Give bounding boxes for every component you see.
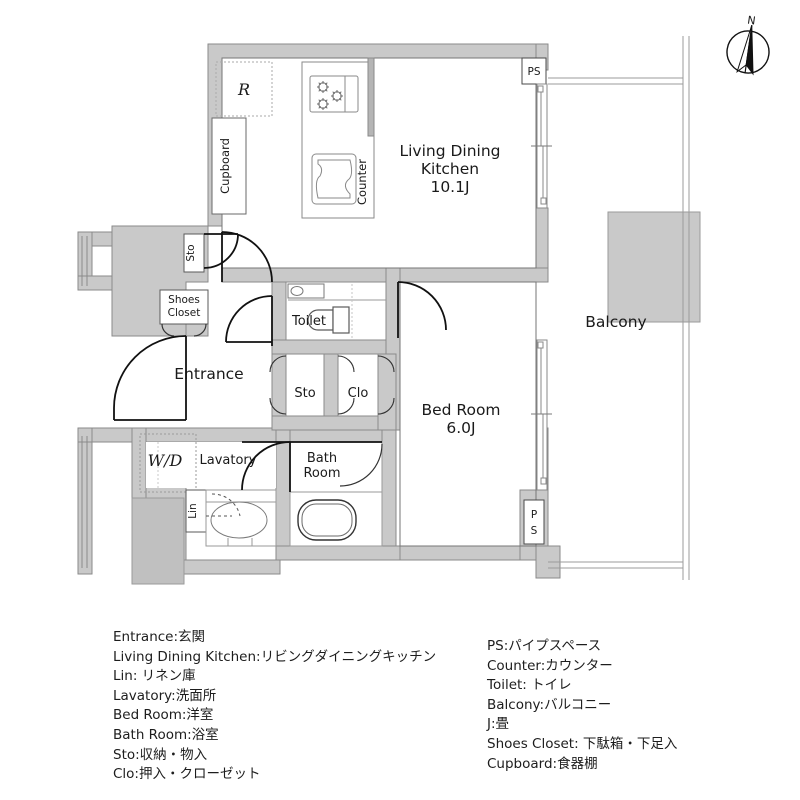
legend-item: J:畳 — [487, 716, 510, 733]
legend-item: Toilet: トイレ — [487, 677, 572, 694]
linen-closet: Lin — [185, 489, 207, 533]
shoes-closet: Shoes Closet — [159, 289, 209, 325]
room-label-ldk: Living Dining Kitchen 10.1J — [399, 142, 500, 196]
balcony-railing — [548, 36, 690, 580]
legend-item: Bed Room:洋室 — [113, 707, 214, 724]
legend-item: PS:パイプスペース — [487, 638, 602, 654]
sto-hall: Sto — [285, 353, 325, 417]
sto-hall-label: Sto — [294, 386, 315, 401]
door-swings — [113, 231, 447, 492]
ps-bottom: P S — [523, 499, 545, 545]
clo-label: Clo — [348, 386, 369, 401]
bathroom-line1: Bath — [307, 451, 337, 466]
floor-plan-drawing: R Cupboard Counter Living Dining Kitchen… — [77, 14, 770, 585]
cupboard-box — [211, 117, 247, 215]
shoes-closet-line1: Shoes — [168, 294, 200, 306]
room-label-bedroom: Bed Room 6.0J — [421, 401, 500, 437]
legend-item: Sto:収納・物入 — [113, 746, 208, 763]
compass-icon: N — [726, 14, 770, 76]
entrance-label: Entrance — [174, 365, 243, 383]
toilet-fixture-icon — [307, 309, 334, 331]
sto-kitchen: Sto — [183, 233, 205, 273]
sliding-door-ldk — [531, 83, 552, 209]
shoes-closet-door-arcs — [161, 323, 207, 337]
refrigerator-label: R — [237, 80, 250, 99]
sink-icon — [311, 153, 357, 205]
lavatory: W/D Lavatory — [139, 433, 276, 493]
bathroom-line2: Room — [303, 466, 340, 481]
ps-bottom-label-1: P — [531, 509, 537, 521]
balcony-label: Balcony — [585, 313, 646, 331]
toilet-label: Toilet — [291, 314, 326, 329]
ps-top-label: PS — [528, 66, 541, 78]
bedroom-area: 6.0J — [446, 419, 475, 437]
linen-label: Lin — [187, 503, 199, 518]
cupboard-label: Cupboard — [218, 138, 232, 194]
washer-dryer-icon — [139, 433, 197, 493]
legend-item: Entrance:玄関 — [113, 629, 206, 645]
sto-kitchen-label: Sto — [185, 244, 197, 261]
washer-dryer-label: W/D — [148, 451, 183, 470]
legend-item: Clo:押入・クローゼット — [113, 766, 261, 783]
counter-label: Counter — [355, 159, 369, 205]
clo: Clo — [337, 353, 379, 417]
legend-item: Lavatory:洗面所 — [113, 687, 217, 704]
lavatory-label: Lavatory — [200, 453, 257, 468]
legend-item: Bath Room:浴室 — [113, 726, 219, 743]
shoes-closet-line2: Closet — [168, 307, 201, 319]
legend-item: Shoes Closet: 下駄箱・下足入 — [487, 735, 678, 752]
ldk-label-line2: Kitchen — [421, 160, 479, 178]
floor-plan-container: R Cupboard Counter Living Dining Kitchen… — [77, 14, 770, 585]
ps-top: PS — [521, 57, 547, 85]
legend: Entrance:玄関 Living Dining Kitchen:リビングダイ… — [0, 618, 800, 800]
bathroom-door-swing — [339, 443, 383, 487]
bath-room: Bath Room — [289, 441, 383, 547]
legend-item: Balcony:バルコニー — [487, 696, 612, 713]
bathtub-icon — [297, 499, 357, 541]
washbasin-area — [205, 489, 277, 547]
stove-icon — [309, 75, 359, 113]
legend-column-left: Entrance:玄関 Living Dining Kitchen:リビングダイ… — [113, 628, 436, 785]
washbasin-icon — [210, 501, 268, 539]
sliding-door-bedroom — [531, 339, 552, 491]
ldk-label-line1: Living Dining — [399, 142, 500, 160]
compass-north-label: N — [746, 14, 756, 28]
legend-item: Counter:カウンター — [487, 657, 613, 674]
legend-column-right: PS:パイプスペース Counter:カウンター Toilet: トイレ Bal… — [487, 637, 677, 774]
sto-clo-door-arcs — [269, 355, 395, 415]
counter-body — [301, 61, 375, 219]
legend-item: Cupboard:食器棚 — [487, 755, 598, 772]
toilet-room: Toilet — [285, 281, 387, 341]
left-windows — [81, 236, 88, 568]
ps-bottom-label-2: S — [531, 525, 538, 537]
legend-item: Lin: リネン庫 — [113, 668, 196, 685]
bedroom-label: Bed Room — [421, 401, 500, 419]
kitchen-fittings: R Cupboard Counter — [211, 57, 375, 219]
toilet-basin-icon — [287, 283, 325, 299]
refrigerator-icon — [215, 61, 273, 117]
ldk-area: 10.1J — [430, 178, 469, 196]
legend-item: Living Dining Kitchen:リビングダイニングキッチン — [113, 648, 437, 665]
